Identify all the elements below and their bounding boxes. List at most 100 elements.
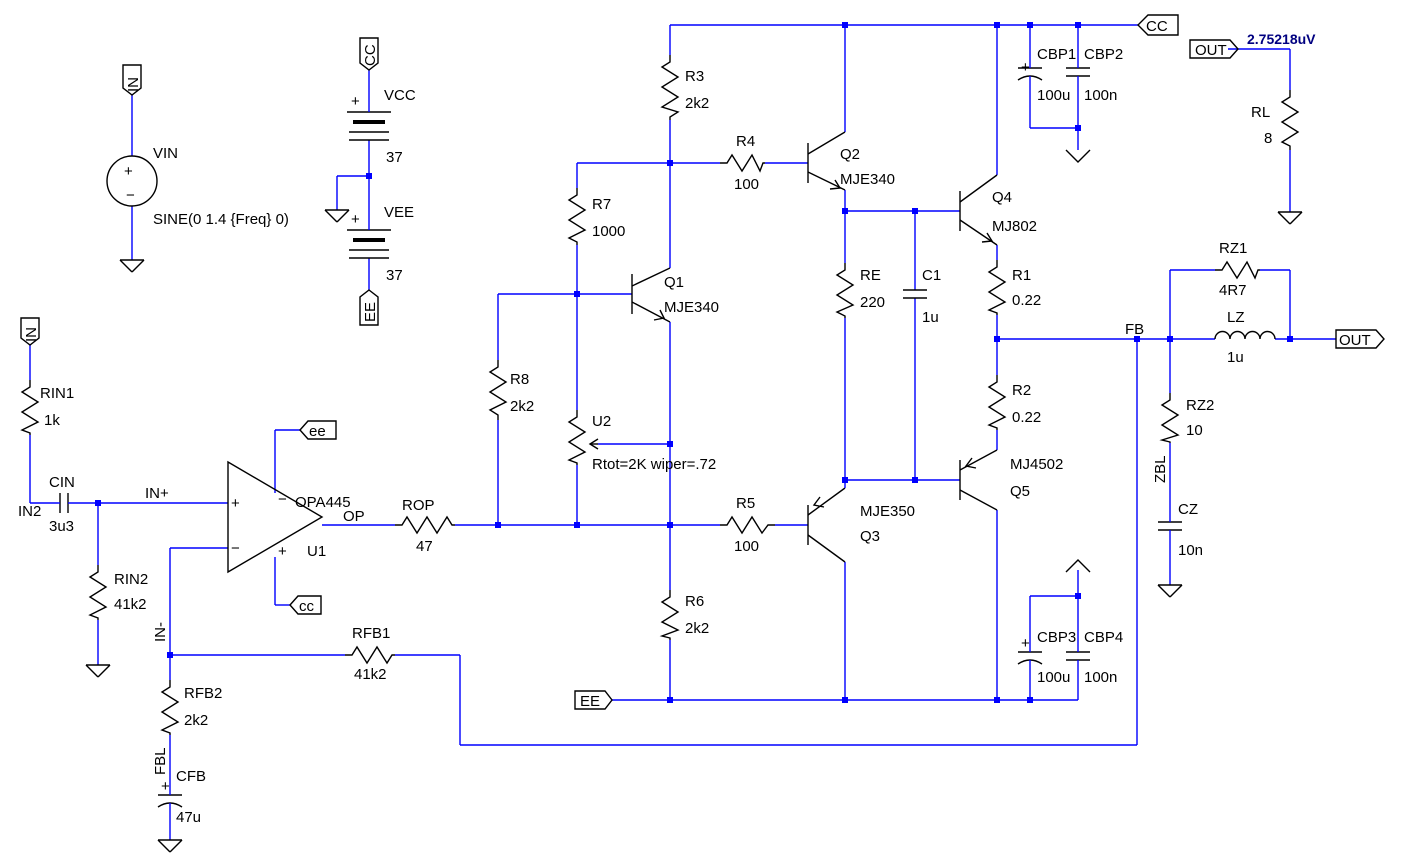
probe-value: 2.75218uV <box>1247 31 1316 47</box>
label-rfb1-value: 41k2 <box>354 666 387 683</box>
ground-vin <box>119 259 145 273</box>
svg-text:+: + <box>351 93 360 110</box>
svg-text:+: + <box>278 543 287 560</box>
label-r7-name: R7 <box>592 196 611 213</box>
label-q2-name: Q2 <box>840 146 860 163</box>
resistor-r8 <box>488 360 508 420</box>
port-cc-top: CC <box>1146 18 1168 35</box>
svg-text:+: + <box>231 495 240 512</box>
svg-text:+: + <box>1021 635 1030 652</box>
resistor-rz1 <box>1215 260 1260 280</box>
resistor-rfb2 <box>160 680 180 735</box>
label-r5-value: 100 <box>734 538 759 555</box>
resistor-r3 <box>660 55 680 120</box>
net-in2: IN2 <box>18 503 41 520</box>
label-u2-value: Rtot=2K wiper=.72 <box>592 456 716 473</box>
port-ee-bottom: EE <box>580 693 600 710</box>
label-rop-name: ROP <box>402 497 435 514</box>
labels: 2.75218uV CC OUT IN CC EE IN ee cc EE OU… <box>18 18 1371 826</box>
resistor-rin2 <box>88 565 108 620</box>
u2-wiper-arrow <box>588 438 599 450</box>
label-r8-name: R8 <box>510 371 529 388</box>
label-lz-name: LZ <box>1227 309 1245 326</box>
transistor-q5 <box>959 449 998 511</box>
label-rz2-value: 10 <box>1186 422 1203 439</box>
svg-text:−: − <box>231 540 240 557</box>
label-q2-value: MJE340 <box>840 171 895 188</box>
label-rfb1-name: RFB1 <box>352 625 390 642</box>
net-op: OP <box>343 508 365 525</box>
label-r5-name: R5 <box>736 495 755 512</box>
label-cbp4-value: 100n <box>1084 669 1117 686</box>
port-ee-opamp: ee <box>309 423 326 440</box>
label-r8-value: 2k2 <box>510 398 534 415</box>
label-rz2-name: RZ2 <box>1186 397 1214 414</box>
resistor-r4 <box>720 153 765 173</box>
svg-text:−: − <box>278 491 287 508</box>
resistor-u2 <box>567 410 587 465</box>
label-r3-name: R3 <box>685 68 704 85</box>
ground-cz <box>1157 584 1183 598</box>
label-rfb2-value: 2k2 <box>184 712 208 729</box>
resistor-r2 <box>987 375 1007 430</box>
ground-symbols <box>85 149 1303 853</box>
ground-rin2 <box>85 664 111 678</box>
label-cin-value: 3u3 <box>49 518 74 535</box>
label-rin2-value: 41k2 <box>114 596 147 613</box>
label-q5-value: MJ4502 <box>1010 456 1063 473</box>
resistor-rin1 <box>20 380 40 435</box>
label-cz-name: CZ <box>1178 501 1198 518</box>
resistor-r7 <box>567 188 587 245</box>
label-r6-name: R6 <box>685 593 704 610</box>
ground-rl <box>1277 211 1303 225</box>
ground-cfb <box>157 839 183 853</box>
label-q1-value: MJE340 <box>664 299 719 316</box>
label-cbp1-name: CBP1 <box>1037 46 1076 63</box>
label-cbp1-value: 100u <box>1037 87 1070 104</box>
transistor-q3 <box>807 487 846 563</box>
label-rop-value: 47 <box>416 538 433 555</box>
label-u1-name: U1 <box>307 543 326 560</box>
label-cbp3-value: 100u <box>1037 669 1070 686</box>
label-cfb-name: CFB <box>176 768 206 785</box>
svg-text:+: + <box>1021 59 1030 76</box>
capacitor-symbols <box>58 50 1182 808</box>
label-c1-name: C1 <box>922 267 941 284</box>
opamp-u1: + − − + <box>227 460 324 574</box>
label-re-value: 220 <box>860 294 885 311</box>
label-rl-value: 8 <box>1264 130 1272 147</box>
resistor-rl <box>1280 90 1300 150</box>
label-u1-value: OPA445 <box>295 494 351 511</box>
port-out-probe: OUT <box>1195 42 1227 59</box>
source-vin: + − <box>106 155 158 207</box>
label-rl-name: RL <box>1251 104 1270 121</box>
net-zbl: ZBL <box>1152 455 1169 483</box>
resistor-rfb1 <box>345 645 395 665</box>
port-flag-shapes <box>20 14 1385 710</box>
label-vin-value: SINE(0 1.4 {Freq} 0) <box>153 211 289 228</box>
resistor-symbols <box>20 55 1300 735</box>
inductor-lz <box>1214 330 1276 340</box>
label-r7-value: 1000 <box>592 223 625 240</box>
svg-text:+: + <box>124 163 133 180</box>
label-rz1-name: RZ1 <box>1219 240 1247 257</box>
label-r1-value: 0.22 <box>1012 292 1041 309</box>
port-cc-opamp: cc <box>299 598 315 615</box>
label-rin2-name: RIN2 <box>114 571 148 588</box>
resistor-rz2 <box>1159 393 1180 443</box>
label-cin-name: CIN <box>49 474 75 491</box>
battery-vee: + <box>347 211 391 259</box>
label-rfb2-name: RFB2 <box>184 685 222 702</box>
net-fbl: FBL <box>152 747 169 775</box>
label-r6-value: 2k2 <box>685 620 709 637</box>
ground-supply <box>324 209 350 223</box>
label-q3-name: Q3 <box>860 528 880 545</box>
port-out-right: OUT <box>1339 332 1371 349</box>
net-fb: FB <box>1125 321 1144 338</box>
label-vcc-value: 37 <box>386 149 403 166</box>
net-in-plus: IN+ <box>145 485 169 502</box>
transistor-q4 <box>959 174 998 246</box>
resistor-rop <box>395 515 455 535</box>
label-c1-value: 1u <box>922 309 939 326</box>
